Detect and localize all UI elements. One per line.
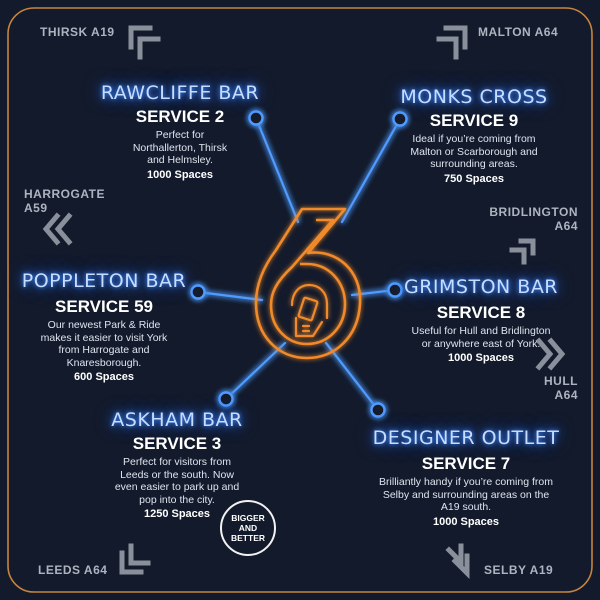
site-name: RAWCLIFFE BAR [100, 82, 260, 104]
dest-harrogate-line2: A59 [24, 201, 48, 215]
service-number: SERVICE 7 [421, 454, 511, 473]
badge-line1: BIGGER [231, 513, 265, 523]
site-name: POPPLETON BAR [21, 270, 187, 292]
arrow-leeds-icon [119, 543, 151, 575]
node-askham [218, 391, 234, 407]
site-description: Our newest Park & Ride makes it easier t… [40, 319, 168, 369]
spoke-askham [224, 341, 287, 401]
spoke-poppleton [196, 290, 264, 302]
site-spaces: 1000 Spaces [146, 168, 214, 181]
badge-line3: BETTER [231, 533, 265, 543]
spoke-rawcliffe [254, 116, 300, 224]
dest-hull-line1: HULL [544, 374, 578, 388]
site-spaces: 1000 Spaces [432, 515, 500, 528]
arrow-harrogate-icon [42, 212, 73, 246]
dest-selby-label: SELBY A19 [484, 563, 554, 577]
outer-frame [7, 7, 593, 593]
site-description: Ideal if you’re coming from Malton or Sc… [410, 133, 538, 170]
site-description: Perfect for visitors from Leeds or the s… [114, 456, 240, 506]
arrow-thirsk-icon [128, 25, 161, 60]
dest-leeds-label: LEEDS A64 [38, 563, 108, 577]
site-poppleton-bar: POPPLETON BAR SERVICE 59 Our newest Park… [9, 270, 199, 383]
service-number: SERVICE 59 [55, 297, 153, 316]
ticket-hand-icon [290, 283, 329, 338]
node-designer-outlet [370, 402, 386, 418]
spoke-nodes [190, 110, 408, 418]
dest-hull-line2: A64 [554, 388, 578, 402]
dest-malton-label: MALTON A64 [478, 25, 559, 39]
badge-text: BIGGER AND BETTER [231, 513, 265, 543]
service-number: SERVICE 8 [436, 303, 526, 322]
site-askham-bar: ASKHAM BAR SERVICE 3 Perfect for visitor… [92, 409, 262, 520]
spoke-designer-outlet [324, 341, 380, 412]
neon-six [254, 207, 362, 360]
arrow-malton-icon [436, 25, 468, 60]
site-designer-outlet: DESIGNER OUTLET SERVICE 7 Brilliantly ha… [371, 427, 561, 528]
dest-harrogate-label: HARROGATE A59 [24, 187, 105, 215]
node-poppleton [190, 284, 206, 300]
site-description: Brilliantly handy if you’re coming from … [379, 476, 553, 513]
node-rawcliffe [248, 110, 264, 126]
bigger-and-better-badge: BIGGER AND BETTER [220, 500, 276, 556]
site-grimston-bar: GRIMSTON BAR SERVICE 8 Useful for Hull a… [391, 276, 571, 364]
node-monks-cross [392, 111, 408, 127]
direction-arrows [42, 25, 566, 580]
site-name: DESIGNER OUTLET [372, 427, 560, 449]
dest-hull-label: HULL A64 [544, 374, 578, 402]
dest-bridlington-label: BRIDLINGTON A64 [489, 205, 578, 233]
site-name: ASKHAM BAR [111, 409, 243, 431]
dest-bridlington-line2: A64 [554, 219, 578, 233]
site-spaces: 1000 Spaces [447, 352, 515, 364]
site-name: MONKS CROSS [400, 86, 548, 108]
service-number: SERVICE 2 [135, 107, 225, 126]
arrow-selby-icon [445, 543, 470, 580]
badge-line2: AND [238, 523, 258, 533]
service-number: SERVICE 9 [429, 111, 519, 130]
arrow-bridlington-icon [509, 238, 536, 265]
site-rawcliffe-bar: RAWCLIFFE BAR SERVICE 2 Perfect for Nort… [100, 82, 260, 181]
dest-thirsk-label: THIRSK A19 [40, 25, 115, 39]
site-spaces: 1250 Spaces [143, 508, 211, 520]
dest-bridlington-line1: BRIDLINGTON [489, 205, 578, 219]
arrow-hull-icon [535, 337, 566, 371]
service-number: SERVICE 3 [132, 434, 222, 453]
site-spaces: 600 Spaces [74, 371, 134, 383]
dest-harrogate-line1: HARROGATE [24, 187, 105, 201]
site-description: Perfect for Northallerton, Thirsk and He… [132, 129, 228, 166]
site-name: GRIMSTON BAR [403, 276, 559, 298]
site-spaces: 750 Spaces [444, 172, 504, 185]
site-monks-cross: MONKS CROSS SERVICE 9 Ideal if you’re co… [394, 86, 554, 185]
node-grimston [387, 282, 403, 298]
site-description: Useful for Hull and Bridlington or anywh… [411, 325, 551, 350]
spoke-monks-cross [340, 117, 402, 224]
